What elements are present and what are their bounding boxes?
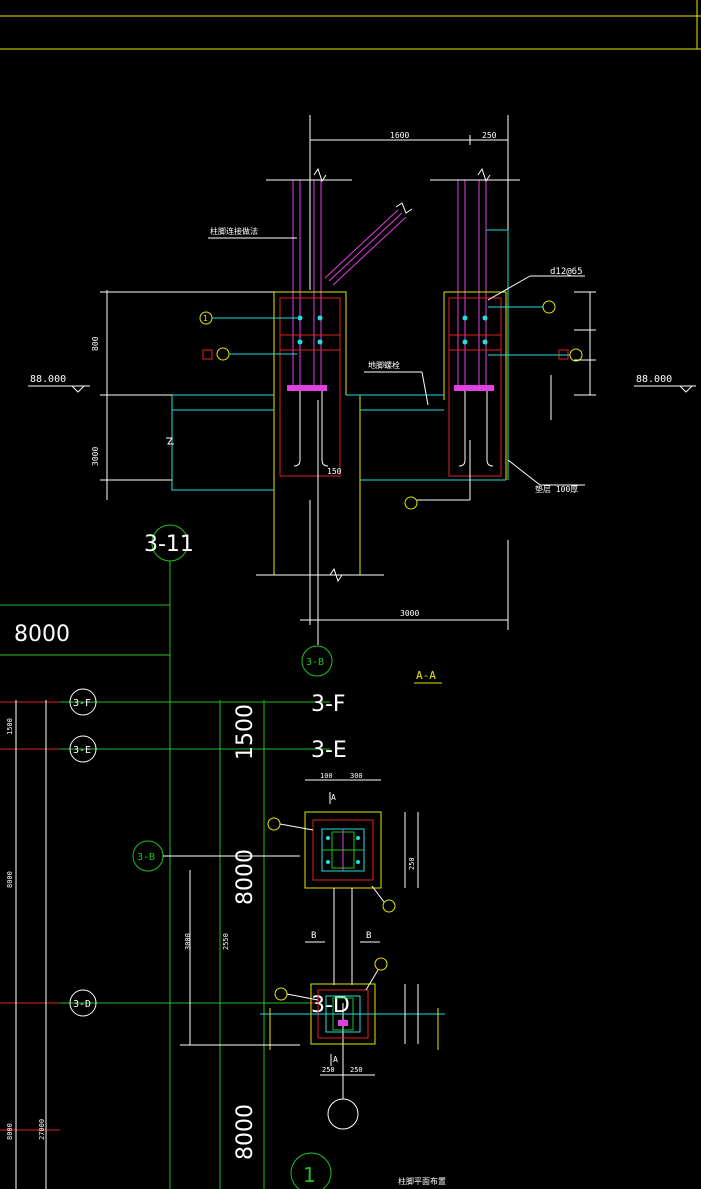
svg-text:250: 250 <box>322 1066 335 1074</box>
footing-plan: 100 300 A 250 B B 250 250 A <box>180 772 445 1076</box>
svg-text:3-B: 3-B <box>137 852 155 863</box>
svg-text:250: 250 <box>408 857 416 870</box>
grid-plan: 3-11 8000 3-F 3-E 3-D 3-B 3-F 3-E 3-D <box>0 524 446 1189</box>
grid-bubble-3e <box>69 735 97 763</box>
svg-text:B: B <box>366 931 371 941</box>
svg-text:100: 100 <box>320 772 333 780</box>
svg-text:1500: 1500 <box>6 718 14 735</box>
svg-text:8000: 8000 <box>6 1123 14 1140</box>
elevation-left: 88.000 <box>30 374 66 385</box>
grid-bubble-3d <box>69 989 97 1017</box>
header-frame <box>0 0 701 50</box>
dim-8000-top: 8000 <box>14 622 70 647</box>
axis-3e: 3-E <box>311 738 347 763</box>
svg-text:3-E: 3-E <box>73 745 91 756</box>
svg-text:2550: 2550 <box>222 933 230 950</box>
svg-text:3-F: 3-F <box>73 698 91 709</box>
svg-text:3000: 3000 <box>91 447 100 466</box>
axis-3f: 3-F <box>311 692 346 717</box>
section-title-aa: A-A <box>416 669 436 682</box>
grid-bubble-1 <box>290 1152 332 1189</box>
rebar-label: d12@65 <box>550 267 583 277</box>
svg-text:地脚螺栓: 地脚螺栓 <box>368 360 400 370</box>
svg-text:3-D: 3-D <box>73 999 91 1010</box>
svg-text:1: 1 <box>203 314 208 323</box>
svg-text:27000: 27000 <box>38 1119 46 1140</box>
svg-text:1: 1 <box>303 1163 316 1187</box>
dim-3000: 3000 <box>400 609 419 618</box>
svg-text:A: A <box>333 1055 338 1064</box>
dim-1600: 1600 <box>390 131 409 140</box>
svg-text:3000: 3000 <box>184 933 192 950</box>
svg-text:300: 300 <box>350 772 363 780</box>
svg-text:8000: 8000 <box>6 871 14 888</box>
svg-text:垫层 100厚: 垫层 100厚 <box>535 484 578 494</box>
grid-bubble-3f <box>69 688 97 716</box>
elevation-right: 88.000 <box>636 374 672 385</box>
dim-1500: 1500 <box>233 704 258 760</box>
svg-text:柱脚连接做法: 柱脚连接做法 <box>210 226 258 236</box>
grid-bubble-3b-top <box>301 645 333 677</box>
svg-text:800: 800 <box>91 336 100 351</box>
dim-8000-mid: 8000 <box>233 849 258 905</box>
dim-250: 250 <box>482 131 497 140</box>
dim-8000-bottom: 8000 <box>233 1104 258 1160</box>
dim-150: 150 <box>327 467 342 476</box>
section-a-a-detail: 1600 250 柱脚连接做法 <box>28 115 696 684</box>
svg-text:A: A <box>331 793 336 802</box>
grid-3-11: 3-11 <box>144 532 194 557</box>
svg-text:3-B: 3-B <box>306 657 324 668</box>
svg-text:250: 250 <box>350 1066 363 1074</box>
svg-text:柱脚平面布置: 柱脚平面布置 <box>398 1176 446 1186</box>
svg-text:B: B <box>311 931 316 941</box>
